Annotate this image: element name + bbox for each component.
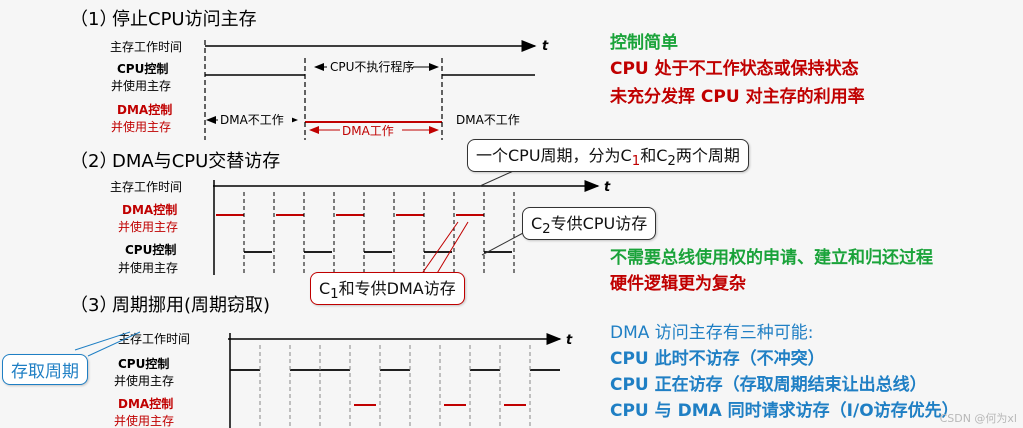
note1-heading: 控制简单 [610,33,678,53]
s3-main-time-label: 主存工作时间 [118,332,190,346]
section2-num: （2） [70,151,117,172]
s1-cpu-idle-bg [327,58,413,74]
s1-dma-work: DMA工作 [342,124,394,138]
s1-dma-use-label: 并使用主存 [111,119,171,134]
note3-line1: CPU 此时不访存（不冲突） [610,349,825,369]
access-cycle-callout: 存取周期 [2,354,88,385]
note3-line3: CPU 与 DMA 同时请求访存（I/O访存优先） [610,401,959,421]
c2-callout: C2专供CPU访存 [522,207,657,241]
note2-line2: 硬件逻辑更为复杂 [610,274,746,294]
note1-line2: 未充分发挥 CPU 对主存的利用率 [610,87,865,107]
s1-dma-ctrl-label: DMA控制 [117,102,172,117]
s2-dma-use-label: 并使用主存 [118,219,178,234]
s1-main-time-label: 主存工作时间 [110,40,182,54]
cpu-cycle-callout: 一个CPU周期，分为C1和C2两个周期 [467,139,749,173]
s3-dma-use-label: 并使用主存 [114,413,174,428]
note2-line1: 不需要总线使用权的申请、建立和归还过程 [610,248,933,268]
cpu-cycle-sub2: 2 [667,154,676,170]
s1-cpu-ctrl-label: CPU控制 [117,61,168,76]
note3-line2: CPU 正在访存（存取周期结束让出总线） [610,375,927,395]
c1-pointer-b [435,221,469,276]
c1-callout: C1和专供DMA访存 [310,272,465,306]
s2-t-label: t [604,180,611,195]
access-cycle-pointer-b [87,331,141,357]
cpu-cycle-text-b: 和C [640,146,668,165]
section3-title: 周期挪用(周期窃取) [112,295,270,316]
s3-t-label: t [566,333,573,348]
access-cycle-pointer-a [74,331,131,351]
s1-dma-work-bg [340,123,402,137]
note1-line1: CPU 处于不工作状态或保持状态 [610,59,859,79]
section1-title: 停止CPU访问主存 [112,9,257,30]
s1-t-label: t [542,39,549,54]
note3-heading: DMA 访问主存有三种可能: [610,323,814,343]
s2-dma-ctrl-label: DMA控制 [122,202,177,217]
c2-sub: 2 [542,222,551,238]
section3-num: （3） [70,295,117,316]
section2-title: DMA与CPU交替访存 [112,151,280,172]
cpu-cycle-sub1: 1 [631,154,641,170]
s2-main-time-label: 主存工作时间 [110,180,182,194]
s1-dma-idle-right: DMA不工作 [456,113,520,127]
s2-cpu-ctrl-label: CPU控制 [125,242,176,257]
s3-cpu-ctrl-label: CPU控制 [118,356,169,371]
cpu-cycle-text-a: 一个CPU周期，分为C [476,146,632,165]
s2-cpu-use-label: 并使用主存 [118,260,178,275]
section1-num: （1） [70,9,117,30]
s1-dma-idle-left-bg [218,112,292,128]
s1-cpu-not-exec: CPU不执行程序 [330,59,414,74]
s3-dma-ctrl-label: DMA控制 [118,396,173,411]
s1-cpu-use-label: 并使用主存 [111,78,171,93]
s2-segments [216,192,515,275]
s3-cpu-use-label: 并使用主存 [114,373,174,388]
c1-sub: 1 [330,287,339,303]
watermark: CSDN @何为xl [939,412,1017,425]
cpu-cycle-text-c: 两个周期 [675,146,740,165]
s3-segments [230,345,560,428]
c1-text-b: 和专供DMA访存 [338,279,456,298]
s1-dma-idle-left: DMA不工作 [220,113,284,127]
c1-pointer-a [420,221,459,276]
c1-text-a: C [319,279,331,298]
c2-text-a: C [531,214,543,233]
c2-text-b: 专供CPU访存 [550,214,648,233]
c2-pointer [481,231,526,256]
